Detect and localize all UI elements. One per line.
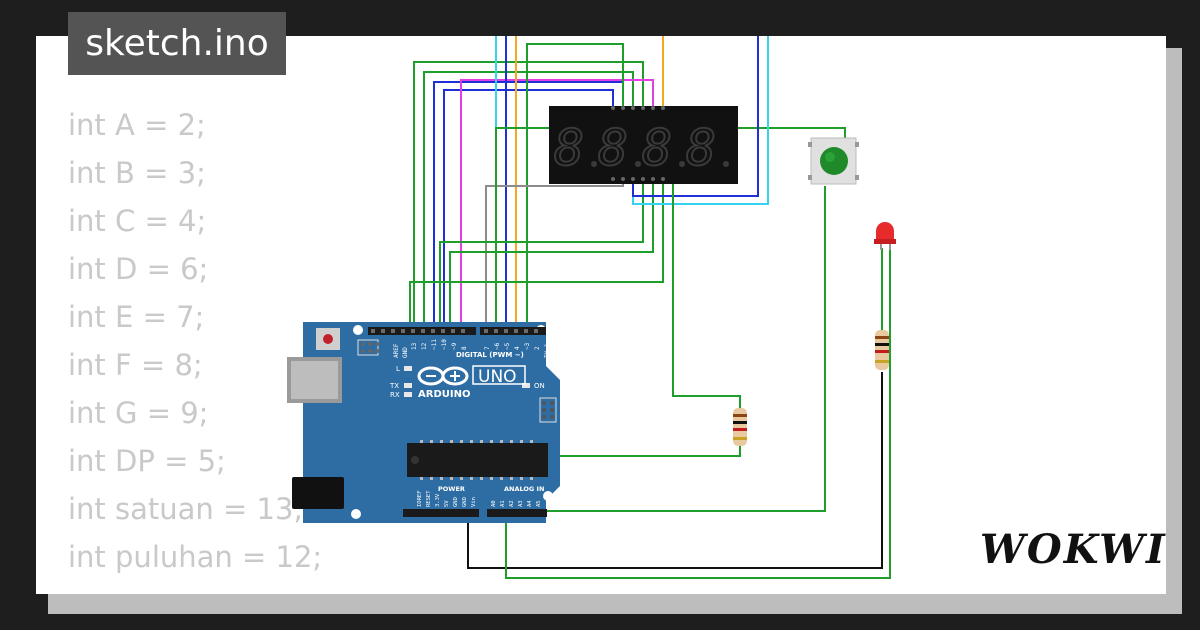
code-line: int B = 3;	[68, 156, 206, 190]
digital-label: DIGITAL (PWM ~)	[456, 351, 524, 359]
wire-green	[505, 248, 891, 579]
pin-label: 13	[411, 342, 418, 350]
code-line: int E = 7;	[68, 300, 205, 334]
pin-label: ~6	[494, 342, 501, 350]
wire-green	[672, 178, 741, 408]
pin-label: ~11	[431, 339, 438, 350]
analog-pin-label: A5	[536, 500, 542, 507]
mounting-hole	[353, 325, 363, 335]
power-header	[403, 509, 479, 517]
wire-black	[467, 372, 883, 569]
resistor[interactable]	[875, 330, 889, 370]
power-pin-label: GND	[462, 497, 468, 507]
red-led[interactable]	[874, 222, 896, 250]
resistor[interactable]	[733, 408, 747, 446]
code-line: int puluhan = 12;	[68, 540, 323, 574]
code-line: int A = 2;	[68, 108, 206, 142]
power-pin-label: IOREF	[417, 490, 423, 507]
wire-magenta	[460, 79, 654, 331]
pin-label: 8	[461, 346, 468, 350]
analog-pin-label: A4	[527, 500, 533, 507]
arduino-uno-board[interactable]: AREF GND 13 12 ~11 ~10 ~9 8 7 ~6 ~5 4 ~3…	[287, 322, 560, 523]
code-line: int DP = 5;	[68, 444, 226, 478]
digit-1: 8	[554, 119, 584, 177]
code-line: int D = 6;	[68, 252, 209, 286]
rx-label: RX	[390, 391, 400, 399]
file-tab[interactable]: sketch.ino	[68, 12, 286, 75]
wire-green	[439, 178, 644, 331]
power-led	[522, 383, 530, 388]
circuit-diagram: AREF GND 13 12 ~11 ~10 ~9 8 7 ~6 ~5 4 ~3…	[287, 36, 896, 579]
analog-header	[487, 509, 547, 517]
atmega-chip	[407, 443, 548, 477]
on-label: ON	[534, 382, 545, 390]
code-line: int C = 4;	[68, 204, 207, 238]
wire-green	[449, 178, 654, 331]
pin-label: 4	[514, 346, 521, 350]
code-line: int satuan = 13;	[68, 492, 304, 526]
digit-2: 8	[598, 119, 628, 177]
power-pin-label: 3.3V	[435, 493, 441, 507]
rx-led	[404, 392, 412, 397]
pin-label: ~9	[451, 342, 458, 350]
pin-label: RX 0	[552, 343, 559, 358]
pin-label: 7	[484, 346, 491, 350]
wire-blue	[632, 36, 759, 197]
pin-label: ~3	[524, 342, 531, 350]
code-preview: int A = 2; int B = 3; int C = 4; int D =…	[68, 106, 322, 586]
digital-header-right	[480, 327, 546, 335]
pin-label: ~10	[441, 339, 448, 350]
aref-label: AREF	[393, 343, 400, 358]
power-pin-label: 5V	[444, 500, 450, 507]
analog-pin-label: A1	[500, 500, 506, 507]
wire-green	[409, 178, 664, 331]
uno-label: UNO	[478, 367, 517, 387]
arduino-logo	[417, 366, 469, 386]
analog-label: ANALOG IN	[504, 485, 544, 493]
power-pin-label: Vin	[471, 497, 477, 507]
mounting-hole	[543, 491, 553, 501]
analog-pin-label: A2	[509, 500, 515, 507]
wire-green	[423, 71, 634, 331]
wire-green	[526, 43, 624, 331]
digit-4: 8	[686, 119, 716, 177]
arduino-label: ARDUINO	[418, 389, 470, 400]
simulation-canvas[interactable]: int A = 2; int B = 3; int C = 4; int D =…	[36, 36, 1166, 594]
l-led	[404, 366, 412, 371]
gnd-label: GND	[402, 347, 409, 358]
mounting-hole	[351, 509, 361, 519]
wires	[409, 36, 891, 579]
tx-label: TX	[389, 382, 399, 390]
pin-label: ~5	[504, 342, 511, 350]
code-line: int G = 9;	[68, 396, 209, 430]
power-jack	[292, 477, 344, 509]
seven-segment-display[interactable]: 8 8 8 8	[549, 106, 738, 184]
code-line: int F = 8;	[68, 348, 203, 382]
tx-led	[404, 383, 412, 388]
power-label: POWER	[438, 485, 465, 493]
wokwi-logo: WOKWI	[980, 526, 1166, 573]
wire-green	[413, 61, 644, 331]
power-pin-label: GND	[453, 497, 459, 507]
pin-label: TX 1	[544, 343, 551, 358]
digit-3: 8	[642, 119, 672, 177]
pin-label: 2	[534, 346, 541, 350]
push-button[interactable]	[808, 137, 859, 185]
wire-blue	[443, 89, 614, 331]
power-pin-label: RESET	[426, 490, 432, 507]
analog-pin-label: A0	[491, 500, 497, 507]
wire-green	[488, 186, 826, 512]
l-label: L	[396, 365, 400, 373]
analog-pin-label: A3	[518, 500, 524, 507]
pin-label: 12	[421, 342, 428, 350]
